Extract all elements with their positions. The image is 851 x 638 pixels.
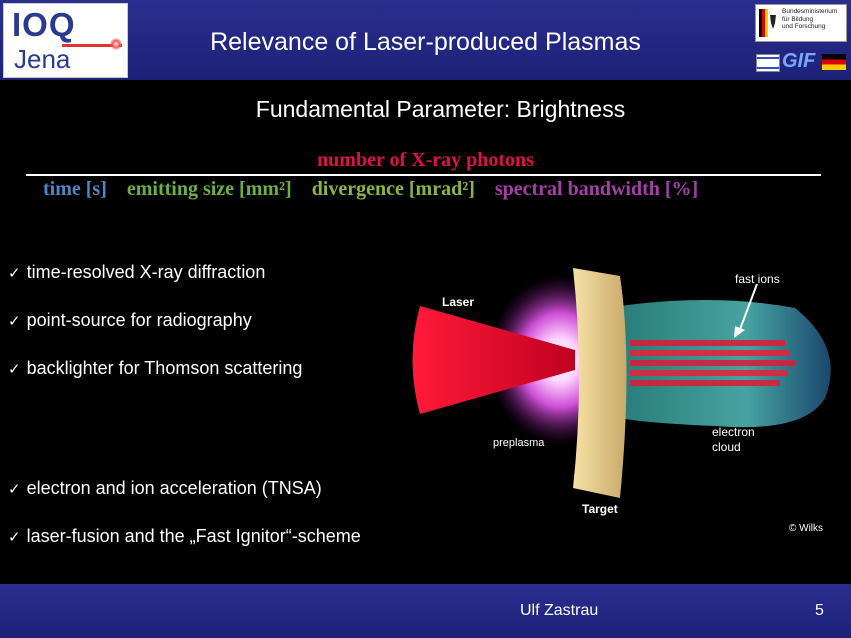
bmbf-logo: Bundesministerium für Bildung und Forsch… [755,4,847,42]
target-foil [573,268,627,498]
denominator-divergence: divergence [mrad²] [311,178,475,200]
bullet-text: time-resolved X-ray diffraction [26,262,266,282]
bmbf-text: Bundesministerium für Bildung und Forsch… [782,8,838,30]
check-icon: ✓ [8,480,21,498]
figure-label-target: Target [582,502,618,516]
footer-author: Ulf Zastrau [520,602,599,619]
figure-label-preplasma: preplasma [493,437,545,449]
bullet-item: ✓ time-resolved X-ray diffraction [8,262,265,283]
fraction-line [26,174,821,176]
logo-ioq-text: IOQ [12,6,76,43]
gif-logo: GIF [756,50,848,76]
denominator-time: time [s] [43,178,107,200]
ioq-jena-logo: IOQ Jena [3,3,128,78]
figure-label-cloud: cloud [712,440,741,454]
logo-spark [110,38,122,50]
gif-text: GIF [782,50,816,72]
bullet-item: ✓ backlighter for Thomson scattering [8,358,302,379]
arrow-fast-ions [738,283,758,333]
check-icon: ✓ [8,360,21,378]
denominator-bandwidth: spectral bandwidth [%] [494,178,699,200]
bullet-text: backlighter for Thomson scattering [26,358,303,378]
figure-label-electron: electron [712,425,755,439]
arrow-head [734,326,745,338]
laser-beam [412,306,575,414]
bullet-item: ✓ electron and ion acceleration (TNSA) [8,478,322,499]
footer-bar [0,584,851,638]
laser-plasma-figure [412,268,831,498]
german-flag-icon [822,54,846,70]
slide-title: Relevance of Laser-produced Plasmas [210,28,641,56]
check-icon: ✓ [8,312,21,330]
denominator-size: emitting size [mm²] [126,178,292,200]
bullet-text: point-source for radiography [26,310,252,330]
figure-label-laser: Laser [442,295,475,309]
check-icon: ✓ [8,264,21,282]
eagle-icon [759,9,776,37]
bullet-text: laser-fusion and the „Fast Ignitor“-sche… [26,526,361,546]
bullet-text: electron and ion acceleration (TNSA) [26,478,322,498]
bullet-item: ✓ laser-fusion and the „Fast Ignitor“-sch… [8,526,361,547]
figure-label-fast-ions: fast ions [735,272,780,286]
logo-jena-text: Jena [14,44,71,74]
figure-credit: © Wilks [789,523,824,534]
logo-beam [62,44,122,47]
formula-denominator: time [s] emitting size [mm²] divergence [m… [43,178,718,201]
check-icon: ✓ [8,528,21,546]
slide-subtitle: Fundamental Parameter: Brightness [255,96,626,122]
ion-streaks [630,340,795,386]
israel-flag-icon [756,54,780,72]
header-bar [0,0,851,80]
bullet-item: ✓ point-source for radiography [8,310,252,331]
formula-numerator: number of X-ray photons [317,149,534,171]
page-number: 5 [815,602,824,619]
